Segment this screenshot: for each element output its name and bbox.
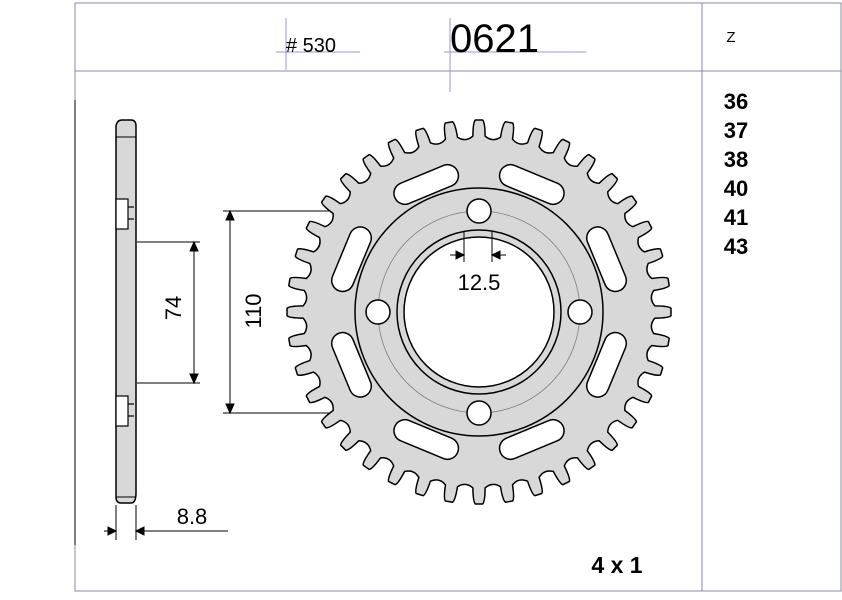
teeth-option: 43 xyxy=(724,234,748,259)
center-bore-chamfer xyxy=(396,229,562,395)
horizontal-bolt-circle-dimension xyxy=(137,240,200,385)
dim-110-arrow-bottom xyxy=(225,403,235,415)
teeth-option: 37 xyxy=(724,118,748,143)
sprocket-side-view xyxy=(115,119,137,504)
side-profile-body xyxy=(115,119,137,504)
dim-12-5-arrow-right xyxy=(490,250,501,260)
chain-pitch-label: # 530 xyxy=(286,35,336,57)
thickness-dimension xyxy=(104,505,228,540)
lightening-slot xyxy=(498,418,565,461)
hub-outer-ring xyxy=(354,187,604,437)
teeth-options-list: 36 37 38 40 41 43 xyxy=(724,89,748,259)
lightening-slot xyxy=(585,331,628,398)
part-number: 0621 xyxy=(450,17,539,61)
bolt-pattern-label: 4 x 1 xyxy=(591,552,642,578)
lightening-slot xyxy=(330,331,373,398)
sprocket-front-view xyxy=(286,119,672,505)
bolt-hole xyxy=(365,299,391,325)
lightening-slot xyxy=(393,418,460,461)
dim-12-5-arrow-left xyxy=(455,250,466,260)
bolt-hole xyxy=(466,400,492,426)
side-bolt-slot-upper xyxy=(115,198,129,230)
bolt-hole xyxy=(567,299,593,325)
dim-110-arrow-top xyxy=(225,209,235,221)
thickness-arrow-right xyxy=(134,526,145,536)
dim-74-label: 74 xyxy=(161,296,186,320)
lightening-slot xyxy=(393,163,460,206)
thickness-label: 8.8 xyxy=(177,504,208,529)
bolt-hole-dimension xyxy=(450,232,506,262)
lightening-slot xyxy=(585,226,628,293)
bolt-hole-diameter-label: 12.5 xyxy=(458,270,501,295)
center-bore xyxy=(403,236,555,388)
side-bolt-slot-lower xyxy=(115,395,129,427)
dim-74-arrow-bottom xyxy=(189,373,199,385)
lightening-slot xyxy=(498,163,565,206)
header-guides xyxy=(276,18,586,92)
teeth-option: 41 xyxy=(724,205,748,230)
teeth-option: 36 xyxy=(724,89,748,114)
teeth-option: 40 xyxy=(724,176,748,201)
bolt-hole xyxy=(466,198,492,224)
dim-74-arrow-top xyxy=(189,240,199,252)
teeth-option: 38 xyxy=(724,147,748,172)
dim-110-label: 110 xyxy=(241,293,266,328)
teeth-column-label: Z xyxy=(726,29,735,46)
lightening-slot xyxy=(330,226,373,293)
thickness-arrow-left xyxy=(107,526,118,536)
